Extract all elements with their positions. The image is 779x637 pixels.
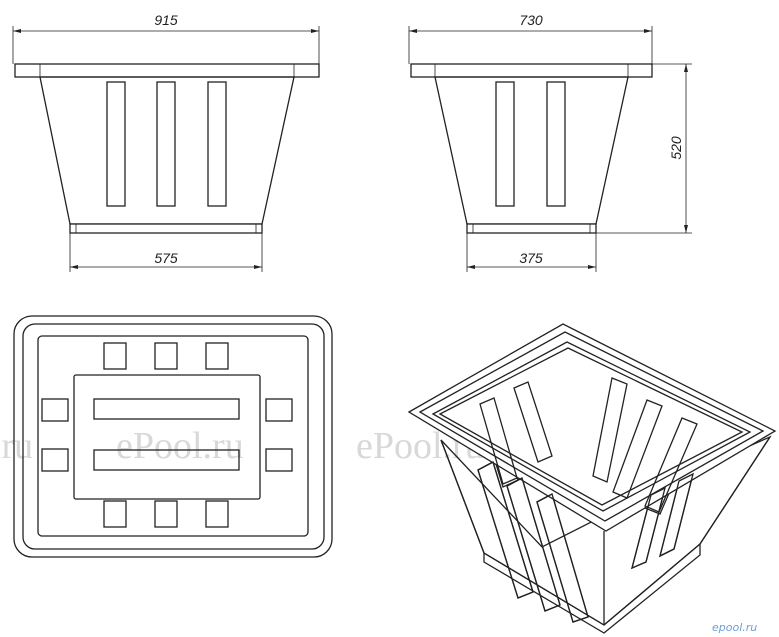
top-view — [13, 315, 333, 558]
side-body — [434, 76, 629, 225]
dim-side-height: 520 — [668, 136, 684, 160]
watermark-partial: .ru — [0, 425, 33, 467]
side-base — [466, 223, 597, 234]
dim-side-bottom-width: 375 — [519, 250, 543, 266]
front-view: 915 575 — [12, 12, 320, 272]
dim-front-top-width: 915 — [154, 12, 178, 28]
side-rim — [410, 63, 653, 78]
front-body — [39, 76, 295, 225]
side-view: 730 520 375 — [408, 12, 692, 272]
front-rim — [14, 63, 320, 78]
isometric-view — [407, 323, 777, 634]
watermark-1: ePool.ru — [116, 425, 244, 467]
dim-front-bottom-width: 575 — [154, 250, 178, 266]
dim-side-top-width: 730 — [519, 12, 543, 28]
front-base — [69, 223, 263, 234]
site-logo: epool.ru — [712, 621, 757, 634]
